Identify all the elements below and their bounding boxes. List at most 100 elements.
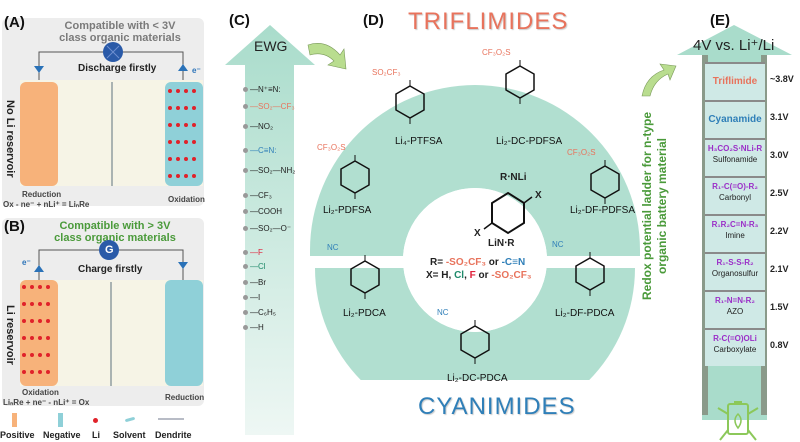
li-ion-icon [192,123,196,127]
ewg-bullet-icon [243,104,248,109]
ewg-item: —SO₂—O⁻ [243,224,291,233]
panel-a-title: Compatible with < 3V class organic mater… [55,20,185,44]
ladder-side-title-line2: organic battery material [655,137,669,275]
benzene-ring-icon [460,320,490,364]
li-ion-icon [22,302,26,306]
molecule-name: Li₂-PDCA [343,308,386,319]
ewg-group-label: —F [250,248,263,257]
li-ion-icon [192,174,196,178]
rung-voltage: 2.2V [770,226,789,236]
li-ion-icon [30,370,34,374]
rung-formula: R₁-C(=O)-R₂ [712,182,758,191]
ewg-bullet-icon [243,250,248,255]
panel-b-left-process: Oxidation [22,388,59,397]
legend-positive-swatch [12,413,17,427]
panel-b-electron: e⁻ [22,258,31,267]
benzene-ring-icon [340,155,370,199]
li-ion-icon [30,302,34,306]
panel-a-action: Discharge firstly [78,63,157,74]
li-ion-icon [168,157,172,161]
panel-b-circuit [34,240,188,280]
li-ion-icon [46,285,50,289]
ewg-item: —Cl [243,262,266,271]
li-ion-icon [22,319,26,323]
rung-voltage: 3.0V [770,150,789,160]
panel-b-side-label: Li reservoir [4,305,16,365]
li-ion-icon [184,140,188,144]
rung-name: Cyanamide [708,114,762,125]
li-ion-icon [168,89,172,93]
x-definition: X= H, Cl, F or -SO₂CF₃ [426,270,532,281]
panel-a-circuit [34,42,188,80]
molecule-name: Li₂-DC-PDFSA [496,136,563,147]
curved-arrow-icon [307,43,347,70]
li-ion-icon [46,370,50,374]
panel-a-left-process: Reduction [22,190,62,199]
molecule-name: Li₂-DF-PDCA [555,308,615,319]
x-option-triflyl: -SO₂CF₃ [491,270,532,281]
r-option-cyano: -C≡N [501,257,526,268]
arrow-down-icon [178,262,188,269]
arrow-up-icon [178,64,188,71]
molecule-name: Li₂-DC-PDCA [447,373,508,384]
rung-name: Triflimide [712,76,758,87]
x-option-cl: Cl [454,270,465,281]
ewg-group-label: —Cl [250,262,266,271]
molecule-substituent: CF₃O₂S [482,48,511,57]
ewg-group-label: —SO₂—CF₃ [250,102,295,111]
li-ion-icon [22,336,26,340]
rung-name: Carbonyl [718,193,751,202]
legend-solvent-swatch [124,416,136,423]
ewg-bullet-icon [243,209,248,214]
x-prefix: X= H, [426,270,455,281]
benzene-ring-icon [590,160,620,204]
ewg-group-label: —CF₃ [250,191,272,200]
ewg-group-label: —H [250,323,264,332]
rung-name: Organosulfur [711,269,759,278]
curved-arrow-icon [641,63,677,97]
ladder-rung: R₁-C(=O)-R₂ Carbonyl [705,176,765,214]
triflimides-title: TRIFLIMIDES [408,8,569,35]
ewg-bullet-icon [243,193,248,198]
ewg-group-label: —SO₂—O⁻ [250,224,292,233]
ladder-rung: Triflimide [705,62,765,100]
rung-formula: R-C(=O)OLi [713,334,757,343]
ewg-item: —Br [243,278,266,287]
rung-voltage: 3.1V [770,112,789,122]
generic-bottom-substituent: LiN‧R [488,238,515,249]
r-definition: R= -SO₂CF₃ or -C≡N [430,257,525,268]
ewg-item: —C₆H₅ [243,308,276,317]
li-ion-icon [176,123,180,127]
panel-b-positive-electrode [20,280,58,386]
panel-e-label: (E) [710,12,730,29]
li-ion-icon [176,174,180,178]
li-ion-icon [176,106,180,110]
panel-b-label: (B) [4,218,25,235]
ewg-bullet-icon [243,168,248,173]
legend-negative: Negative [43,430,81,440]
panel-a-side-label: No Li reservoir [4,100,16,178]
rung-name: Imine [725,231,745,240]
ewg-group-label: —N⁺≡N: [250,85,281,94]
ewg-item: —F [243,248,263,257]
x-or: or [475,270,492,281]
panel-a-title-line1: Compatible with < 3V [64,20,176,32]
molecule-substituent: NC [437,308,449,317]
li-ion-icon [192,140,196,144]
galvanometer-label: G [105,244,114,256]
benzene-ring-icon [350,255,380,299]
r-prefix: R= [430,257,446,268]
molecule-substituent: NC [327,243,339,252]
ewg-bullet-icon [243,124,248,129]
li-ion-icon [22,353,26,357]
ewg-bullet-icon [243,226,248,231]
ewg-item: —COOH [243,207,282,216]
panel-a-title-line2: class organic materials [59,32,181,44]
ewg-group-label: —Br [250,278,266,287]
li-ion-icon [30,319,34,323]
li-ion-icon [46,302,50,306]
generic-x-right: X [535,190,542,201]
x-option-f: F [469,270,476,281]
